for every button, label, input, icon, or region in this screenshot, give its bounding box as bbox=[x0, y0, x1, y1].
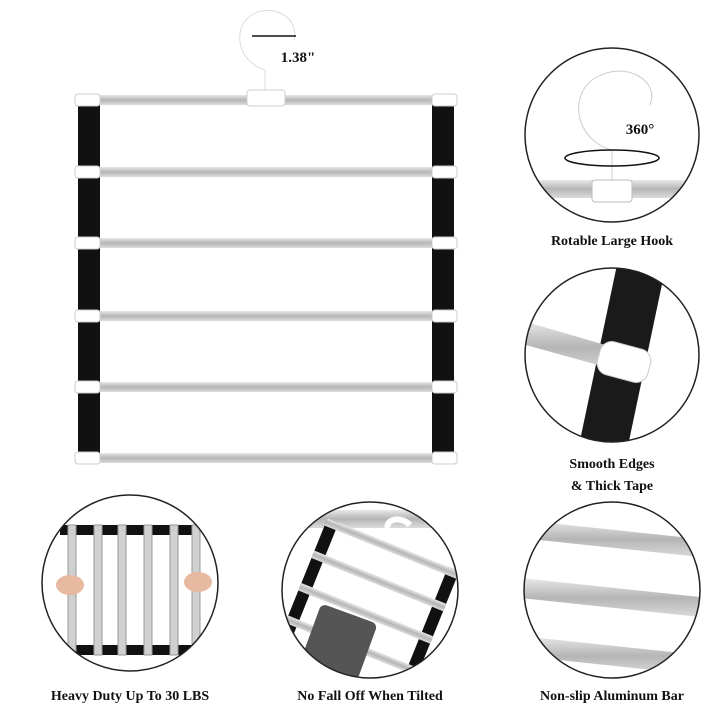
hanger-bar bbox=[90, 167, 442, 177]
bar-end-cap bbox=[431, 451, 458, 465]
hanger-bar bbox=[169, 524, 179, 656]
hanger-bar bbox=[90, 453, 442, 463]
hanger-bar bbox=[143, 524, 153, 656]
hook-width-label: 1.38" bbox=[280, 50, 316, 66]
feature-heavy-duty bbox=[56, 524, 212, 656]
feature-title: No Fall Off When Tilted bbox=[297, 689, 443, 704]
feature-title: Non-slip Aluminum Bar bbox=[540, 689, 684, 704]
bar-end-cap bbox=[74, 309, 101, 323]
bar-end-cap bbox=[74, 451, 101, 465]
hanger-bar bbox=[93, 524, 103, 656]
bar-end-cap bbox=[74, 93, 101, 107]
bar-end-cap bbox=[431, 165, 458, 179]
bar-end-cap bbox=[74, 236, 101, 250]
left-strap bbox=[78, 100, 100, 460]
right-strap bbox=[432, 100, 454, 460]
main-hanger bbox=[74, 5, 458, 465]
feature-title: Heavy Duty Up To 30 LBS bbox=[50, 689, 210, 704]
hanger-bar bbox=[90, 238, 442, 248]
hanger-bar bbox=[117, 524, 127, 656]
feature-aluminum-bar bbox=[524, 520, 700, 676]
bar-end-cap bbox=[431, 93, 458, 107]
hanger-bar bbox=[90, 311, 442, 321]
feature-title: Smooth Edges bbox=[569, 457, 655, 472]
hanger-bar bbox=[90, 382, 442, 392]
rotate-arrow-icon bbox=[564, 149, 660, 167]
rotation-label: 360° bbox=[625, 122, 655, 138]
bar-end-cap bbox=[431, 380, 458, 394]
bar-end-cap bbox=[74, 165, 101, 179]
feature-title: & Thick Tape bbox=[570, 479, 654, 494]
bar-end-cap bbox=[431, 236, 458, 250]
hook-base bbox=[246, 89, 286, 107]
feature-smooth-edges bbox=[525, 268, 665, 442]
feature-rotable-hook bbox=[525, 64, 699, 203]
feature-title: Rotable Large Hook bbox=[550, 234, 674, 249]
bar-end-cap bbox=[431, 309, 458, 323]
bar-end-cap bbox=[74, 380, 101, 394]
